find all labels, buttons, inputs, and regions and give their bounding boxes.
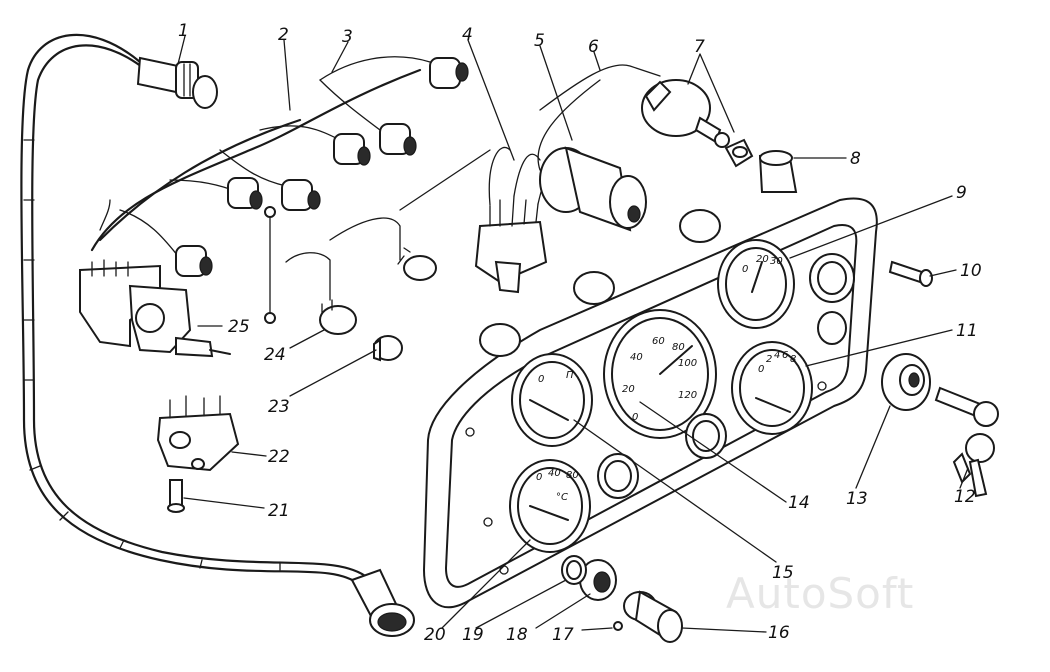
panel-boss xyxy=(479,209,721,357)
temp-tick: 80 xyxy=(566,470,579,481)
callout-label: 13 xyxy=(846,489,868,509)
switch-7 xyxy=(641,79,754,168)
fuel-tick: П xyxy=(566,370,574,381)
callout-label: 16 xyxy=(768,623,790,643)
callout-labels: 1 2 3 4 5 6 7 8 9 10 11 12 13 14 15 16 1… xyxy=(178,21,982,645)
callout-label: 25 xyxy=(228,317,250,337)
harness-connector-bottom xyxy=(350,568,415,637)
light-switch-25 xyxy=(79,259,231,358)
indicator-lamp xyxy=(809,253,855,303)
pressure-tick: 8 xyxy=(790,354,796,365)
speedometer-tick: 20 xyxy=(622,384,635,395)
lamp-socket-harness xyxy=(90,56,431,257)
relay-22 xyxy=(156,395,240,472)
callout-label: 10 xyxy=(960,261,982,281)
fuel-tick: 0 xyxy=(538,374,544,385)
callout-label: 5 xyxy=(534,31,545,51)
leader-lines xyxy=(177,35,969,633)
callout-label: 3 xyxy=(342,27,353,47)
callout-label: 20 xyxy=(424,625,446,645)
mounting-hole xyxy=(465,311,847,575)
screw-21 xyxy=(167,479,185,513)
speedometer-tick: 40 xyxy=(630,352,643,363)
lamp-socket xyxy=(227,177,263,210)
speedometer-tick: 120 xyxy=(678,390,697,401)
callout-label: 6 xyxy=(588,37,599,57)
callout-label: 1 xyxy=(178,21,189,41)
connector-plug xyxy=(397,247,437,281)
temp-tick: 0 xyxy=(536,472,542,483)
relay-unit-4 xyxy=(474,146,553,294)
callout-label: 15 xyxy=(772,563,794,583)
pressure-tick: 0 xyxy=(758,364,764,375)
lamp-socket xyxy=(379,123,417,156)
callout-label: 4 xyxy=(462,25,473,45)
bulb-socket-24 xyxy=(319,299,357,335)
ignition-switch-5 xyxy=(537,79,647,232)
callout-label: 14 xyxy=(788,493,810,513)
callout-label: 21 xyxy=(268,501,290,521)
lamp-socket xyxy=(333,133,371,166)
wire-6 xyxy=(539,64,661,111)
bushing-18 xyxy=(579,559,617,601)
speedometer-tick: 60 xyxy=(652,336,665,347)
temp-tick: °C xyxy=(556,492,568,503)
callout-label: 11 xyxy=(956,321,978,341)
callout-label: 23 xyxy=(268,397,290,417)
callout-label: 18 xyxy=(506,625,528,645)
ring-19 xyxy=(561,555,587,585)
lamp-socket xyxy=(281,179,321,211)
lamp-socket xyxy=(429,57,469,89)
ammeter-tick: 20 xyxy=(756,254,769,265)
knob-8 xyxy=(758,150,798,193)
ammeter-tick: 0 xyxy=(742,264,748,275)
ammeter: 0 20 30 xyxy=(717,239,795,329)
speedometer-tick: 100 xyxy=(678,358,697,369)
oil-pressure-gauge: 0 2 4 6 8 xyxy=(731,341,813,435)
indicator-lamp xyxy=(597,453,639,499)
temperature-gauge: 0 40 80 °C xyxy=(509,459,591,553)
speedometer-tick: 0 xyxy=(632,412,638,423)
jumper-wire xyxy=(264,149,491,324)
speedometer: 0 20 40 60 80 100 120 xyxy=(603,309,717,439)
callout-label: 24 xyxy=(264,345,286,365)
pressure-tick: 6 xyxy=(782,350,788,361)
pressure-tick: 4 xyxy=(774,350,780,361)
watermark: AutoSoft xyxy=(726,569,914,618)
callout-label: 2 xyxy=(278,25,289,45)
ammeter-tick: 30 xyxy=(770,256,783,267)
temp-tick: 40 xyxy=(548,468,561,479)
switch-button-16 xyxy=(623,590,683,643)
callout-label: 17 xyxy=(552,625,574,645)
callout-label: 22 xyxy=(268,447,290,467)
pressure-tick: 2 xyxy=(766,354,772,365)
lock-cylinder-13 xyxy=(881,353,931,411)
screw-17 xyxy=(613,621,623,631)
harness-connector-1 xyxy=(136,56,218,109)
callout-label: 12 xyxy=(954,487,976,507)
callout-label: 19 xyxy=(462,625,484,645)
speedometer-tick: 80 xyxy=(672,342,685,353)
callout-label: 7 xyxy=(694,37,705,57)
fuel-gauge: 0 П xyxy=(511,353,593,447)
main-harness-cable xyxy=(20,33,370,587)
callout-label: 9 xyxy=(956,183,967,203)
screw-10 xyxy=(888,260,933,287)
bulb-23 xyxy=(373,335,403,362)
indicator-lamp xyxy=(685,413,727,459)
callout-label: 8 xyxy=(850,149,861,169)
lamp-socket xyxy=(175,245,213,277)
ignition-keys-12 xyxy=(934,386,999,498)
